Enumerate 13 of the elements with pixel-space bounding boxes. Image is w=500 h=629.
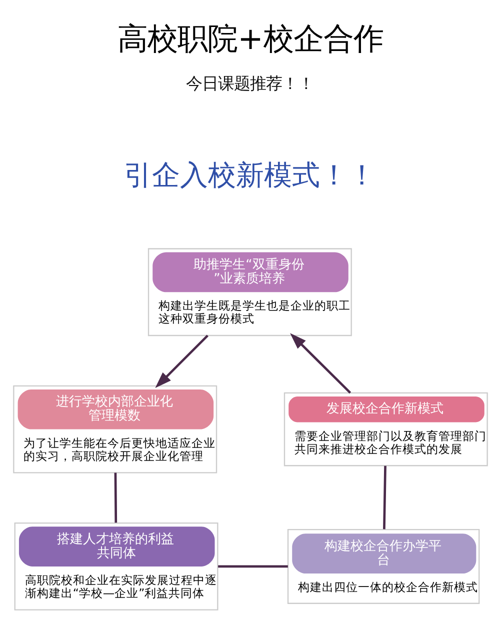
node-box: 助推学生“双重身份”业素质培养 构建出学生既是学生也是企业的职工这种双重身份模式 [147,248,352,336]
node-box: 构建校企合作办学平台 构建出四位一体的校企合作新模式 [286,528,480,604]
node-box: 搭建人才培养的利益共同体 高职院校和企业在实际发展过程中逐渐构建出“学校—企业”利益共同体 [14,522,218,610]
connector [114,472,117,522]
connector [382,465,386,529]
connector [218,564,288,568]
diagram-title: 高校职院+校企合作 [117,22,383,57]
arrow [154,334,208,388]
node-box: 进行学校内部企业化管理模数 为了让学生能在今后更快地适应企业的实习，高职院校开展企业化管理 [12,384,217,473]
node-box: 发展校企合作新模式 需要企业管理部门以及教育管理部门共同来推进校企合作模式的发展 [283,392,488,466]
arrow [290,332,351,394]
label: 引企入校新模式！！ [123,158,376,192]
label: 今日课题推荐！！ [185,73,314,92]
